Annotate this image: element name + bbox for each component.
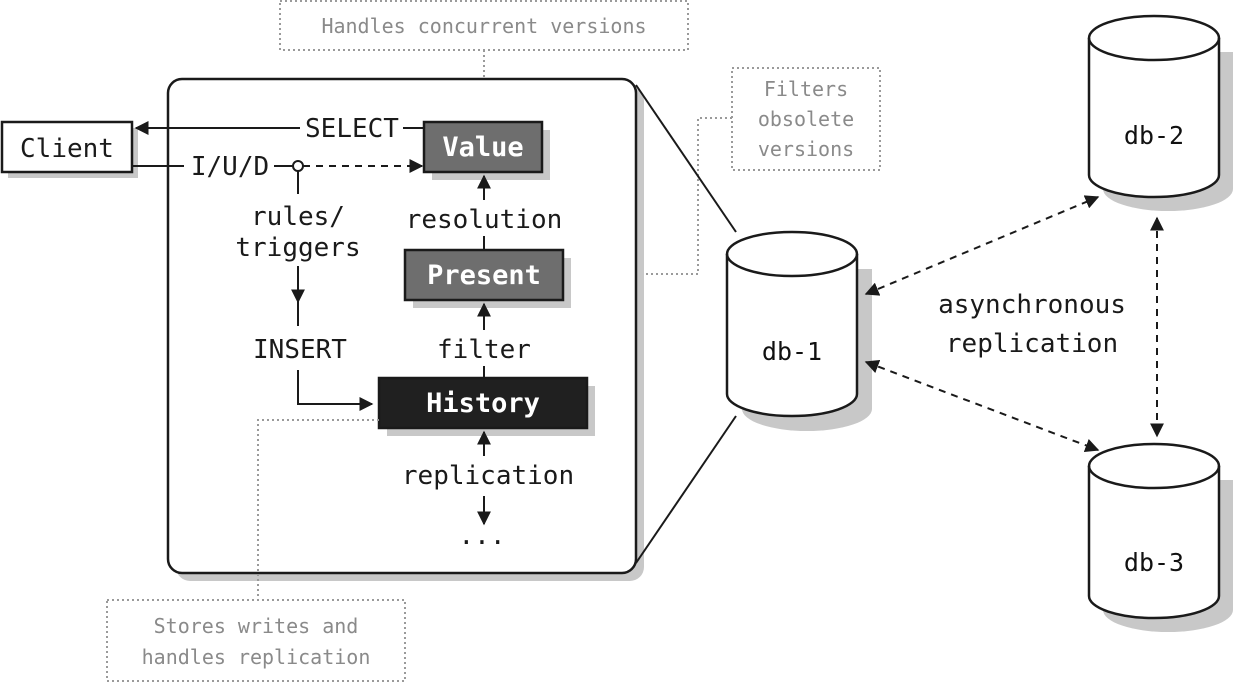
note-stores-leader	[257, 419, 379, 600]
database-db1: db-1	[725, 230, 872, 431]
resolution-label: resolution	[406, 205, 563, 235]
value-label: Value	[442, 132, 523, 163]
db2-label: db-2	[1124, 121, 1184, 150]
db3-label: db-3	[1124, 548, 1184, 577]
select-label: SELECT	[305, 114, 399, 144]
iud-label: I/U/D	[191, 152, 269, 182]
history-label: History	[426, 388, 540, 419]
rules-label-line1: rules/	[251, 202, 345, 232]
client-box: Client	[0, 120, 138, 178]
insert-arrow-to-history	[297, 370, 374, 411]
note-concurrent-versions: Handles concurrent versions	[279, 0, 689, 51]
filter-label: filter	[437, 335, 531, 365]
replication-db1-db3	[864, 359, 1100, 453]
present-label: Present	[427, 260, 541, 291]
note-filters-line3: versions	[758, 137, 854, 161]
note-stores-line2: handles replication	[142, 645, 371, 669]
note-filters-line1: Filters	[764, 77, 848, 101]
db1-label: db-1	[762, 337, 822, 366]
present-table: Present	[403, 248, 571, 308]
note-filters-obsolete: Filters obsolete versions	[731, 67, 881, 171]
note-concurrent-text: Handles concurrent versions	[321, 14, 646, 38]
async-label-line2: replication	[946, 329, 1118, 359]
database-db2: db-2	[1087, 14, 1233, 211]
history-table: History	[377, 376, 595, 436]
value-table: Value	[422, 120, 550, 180]
ellipsis-label: ...	[459, 521, 506, 551]
iud-junction	[292, 160, 304, 172]
insert-label: INSERT	[253, 335, 347, 365]
zoom-line-top	[635, 84, 737, 233]
async-label-bg	[920, 282, 1146, 362]
zoom-line-bottom	[635, 415, 737, 564]
replication-label: replication	[402, 461, 574, 491]
note-stores-writes: Stores writes and handles replication	[106, 599, 406, 682]
async-label-line1: asynchronous	[938, 290, 1126, 320]
note-filters-line2: obsolete	[758, 107, 854, 131]
replication-db1-db2	[864, 195, 1100, 296]
note-stores-line1: Stores writes and	[154, 614, 359, 638]
rules-label-line2: triggers	[235, 233, 360, 263]
node-container	[166, 77, 644, 581]
client-label: Client	[20, 134, 114, 164]
database-db3: db-3	[1087, 442, 1233, 632]
